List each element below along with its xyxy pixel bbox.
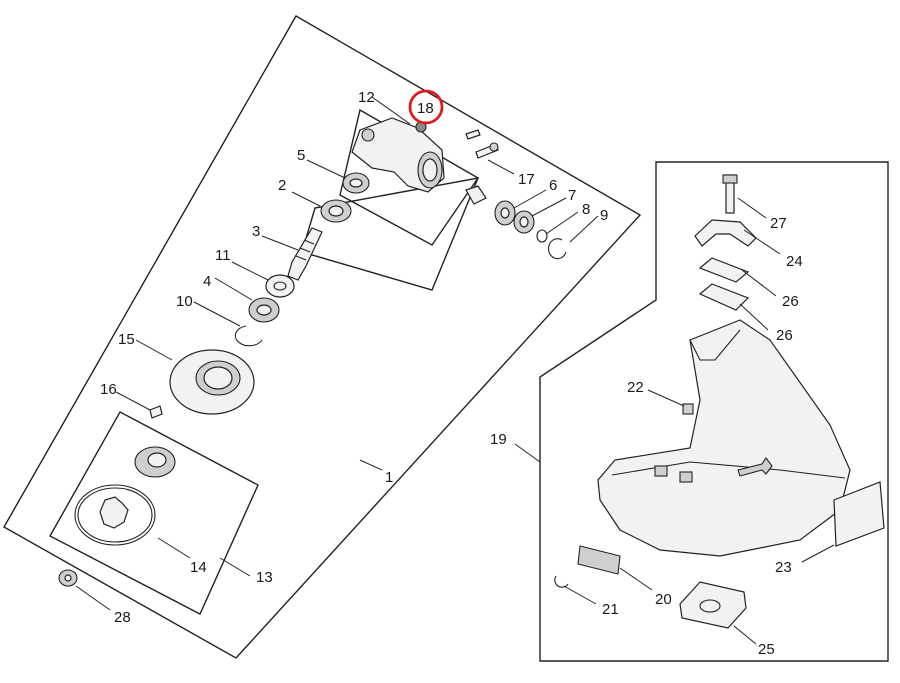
- callout-19: 19: [490, 431, 507, 448]
- bushing-26-lower: [698, 283, 750, 311]
- callout-labels: 1 2 3 4 5 6 7 8 9 10 11 12 13 14 15 16 1…: [100, 89, 803, 658]
- o-ring-14: [74, 484, 156, 546]
- callout-22: 22: [627, 379, 644, 396]
- callout-14: 14: [190, 559, 207, 576]
- blade-20: [577, 545, 621, 575]
- callout-12: 12: [358, 89, 375, 106]
- callout-24: 24: [786, 253, 803, 270]
- guard-assembly-frame: [539, 161, 889, 662]
- bolt-17: [475, 142, 499, 159]
- callout-1: 1: [385, 469, 393, 486]
- callout-18: 18: [417, 100, 434, 117]
- callout-28: 28: [114, 609, 131, 626]
- leader-lines: [75, 96, 835, 645]
- callout-17: 17: [518, 171, 535, 188]
- callout-8: 8: [582, 201, 590, 218]
- callout-25: 25: [758, 641, 775, 658]
- callout-16: 16: [100, 381, 117, 398]
- bracket-25: [679, 581, 747, 629]
- subframe-gear-head: [301, 177, 480, 291]
- drive-shaft-3: [287, 227, 323, 281]
- callout-3: 3: [252, 223, 260, 240]
- pinion-shaft: [465, 185, 487, 205]
- callout-11: 11: [215, 247, 231, 264]
- callout-4: 4: [203, 273, 211, 290]
- assembly-frame-13: [49, 411, 259, 615]
- clamp-24: [694, 219, 757, 247]
- callout-7: 7: [568, 187, 576, 204]
- square-nut-22: [682, 403, 694, 415]
- bearing-2: [320, 199, 352, 223]
- bolt-16: [149, 405, 163, 419]
- callout-26-lower: 26: [776, 327, 793, 344]
- callout-6: 6: [549, 177, 557, 194]
- washer-11: [265, 274, 295, 298]
- callout-13: 13: [256, 569, 273, 586]
- callout-10: 10: [176, 293, 193, 310]
- callout-2: 2: [278, 177, 286, 194]
- callout-23: 23: [775, 559, 792, 576]
- callout-9: 9: [600, 207, 608, 224]
- bearing-7: [513, 210, 535, 234]
- ring-8: [536, 229, 548, 243]
- cap-13: [134, 446, 176, 478]
- callout-27: 27: [770, 215, 787, 232]
- nut-28: [58, 569, 78, 587]
- bushing-26-upper: [698, 257, 750, 283]
- bearing-4: [248, 297, 280, 323]
- callout-5: 5: [297, 147, 305, 164]
- callout-20: 20: [655, 591, 672, 608]
- bearing-5: [342, 172, 370, 194]
- clip-21: [554, 575, 569, 588]
- callout-26-upper: 26: [782, 293, 799, 310]
- bolt-27: [722, 174, 738, 214]
- bearing-6: [494, 200, 516, 226]
- assembly-frame-1: [3, 15, 642, 659]
- label-23: [833, 481, 885, 547]
- cover-plate-15: [169, 349, 255, 415]
- circlip-9: [547, 238, 567, 260]
- highlight-circle: [408, 89, 444, 125]
- guard-19: [597, 319, 851, 557]
- bolt-12: [465, 129, 481, 140]
- circlip-10: [234, 325, 263, 347]
- gear-head-housing: [351, 117, 445, 193]
- callout-21: 21: [602, 601, 619, 618]
- callout-15: 15: [118, 331, 135, 348]
